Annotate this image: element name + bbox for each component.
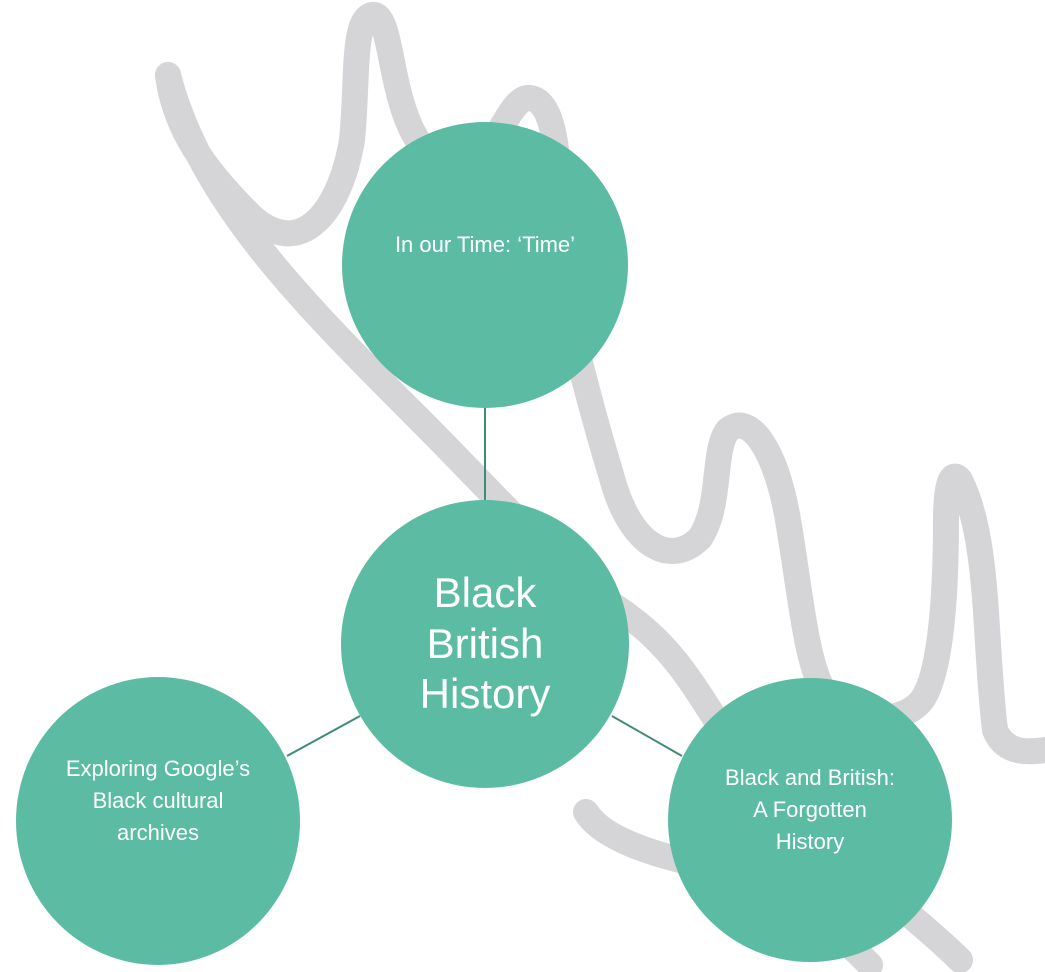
scribble-stroke xyxy=(155,2,1045,765)
connector-right xyxy=(611,715,683,757)
connector-left xyxy=(286,715,361,757)
center-label: Black British History xyxy=(419,569,551,718)
node-black-and-british: Black and British: A Forgotten History xyxy=(668,678,952,962)
node-exploring-google: Exploring Google’s Black cultural archiv… xyxy=(16,677,300,965)
node-label: Black and British: A Forgotten History xyxy=(725,765,895,854)
node-label: Exploring Google’s Black cultural archiv… xyxy=(65,756,251,845)
node-label: In our Time: ‘Time’ xyxy=(394,232,576,258)
node-center-black-british-history: Black British History xyxy=(341,500,629,788)
node-in-our-time: In our Time: ‘Time’ xyxy=(342,122,628,408)
